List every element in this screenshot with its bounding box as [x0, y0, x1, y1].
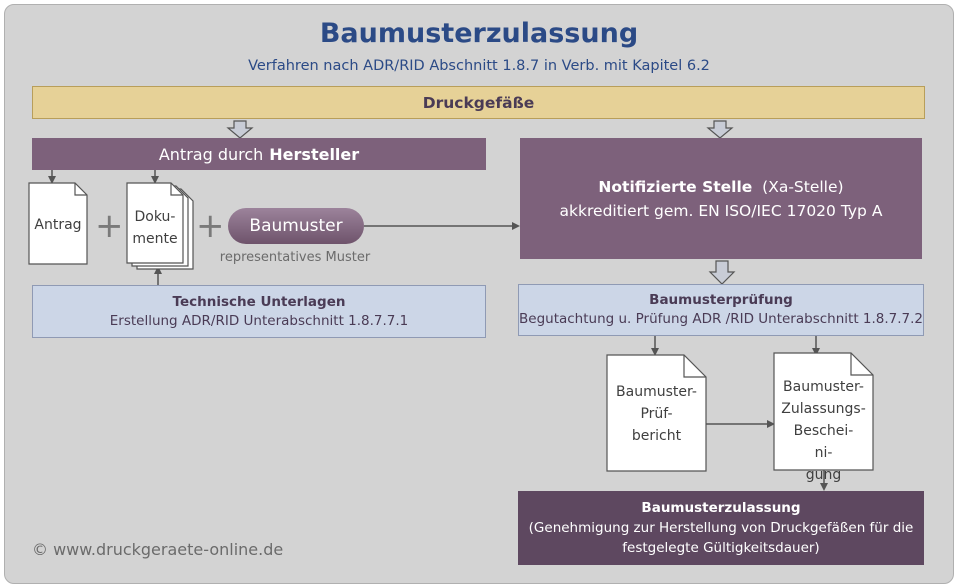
- baumusterpruefung-box: Baumusterprüfung Begutachtung u. Prüfung…: [518, 284, 924, 336]
- baumusterzulassung-line-2: festgelegte Gültigkeitsdauer): [622, 540, 820, 556]
- xa-stelle-label: (Xa-Stelle): [762, 177, 844, 196]
- baumusterzulassung-line-1: (Genehmigung zur Herstellung von Druckge…: [528, 520, 914, 536]
- pruefbericht-line-3: bericht: [631, 428, 682, 444]
- notifizierte-stelle-box: Notifizierte Stelle (Xa-Stelle) akkredit…: [520, 138, 922, 259]
- druckgefaesse-bar: Druckgefäße: [32, 86, 925, 119]
- akkreditiert-line: akkreditiert gem. EN ISO/IEC 17020 Typ A: [559, 201, 883, 220]
- block-arrow-druck-to-antrag: [226, 120, 254, 139]
- copyright-notice: © www.druckgeraete-online.de: [32, 540, 284, 559]
- notifizierte-stelle-title: Notifizierte Stelle: [598, 177, 753, 196]
- dokumente-document-stack: [126, 182, 194, 270]
- bescheinigung-line-2: Zulassungs-: [781, 401, 866, 417]
- druckgefaesse-label: Druckgefäße: [422, 93, 535, 112]
- baumuster-label: Baumuster: [249, 216, 343, 236]
- pruefbericht-line-1: Baumuster-: [616, 384, 697, 400]
- baumusterpruefung-title: Baumusterprüfung: [649, 292, 793, 308]
- pruefbericht-doc-label: Baumuster- Prüf- bericht: [607, 381, 706, 447]
- diagram-title: Baumusterzulassung: [319, 18, 639, 49]
- technische-unterlagen-text: Erstellung ADR/RID Unterabschnitt 1.8.7.…: [109, 312, 409, 329]
- dokumente-doc-label: Doku- mente: [127, 206, 183, 250]
- block-arrow-druck-to-stelle: [706, 120, 734, 139]
- bescheinigung-line-4: ni-: [814, 445, 833, 461]
- bescheinigung-line-3: Beschei-: [793, 423, 854, 439]
- technische-unterlagen-box: Technische Unterlagen Erstellung ADR/RID…: [32, 285, 486, 338]
- baumusterzulassung-title: Baumusterzulassung: [641, 500, 801, 516]
- bescheinigung-line-1: Baumuster-: [783, 379, 864, 395]
- bescheinigung-line-5: gung: [805, 467, 842, 483]
- antrag-document-shape: [28, 182, 88, 265]
- pruefbericht-line-2: Prüf-: [640, 406, 673, 422]
- plus-sign-2: +: [196, 206, 225, 246]
- antrag-doc-label: Antrag: [34, 217, 82, 233]
- bescheinigung-doc-label: Baumuster- Zulassungs- Beschei- ni- gung: [774, 376, 873, 486]
- plus-sign-1: +: [95, 206, 124, 246]
- representatives-muster-caption: representatives Muster: [219, 250, 371, 265]
- hersteller-label: Hersteller: [269, 144, 360, 164]
- technische-unterlagen-title: Technische Unterlagen: [172, 293, 346, 310]
- antrag-prefix: Antrag durch: [158, 144, 264, 164]
- baumusterpruefung-text: Begutachtung u. Prüfung ADR /RID Unterab…: [519, 311, 924, 327]
- baumuster-pill: Baumuster: [228, 208, 364, 244]
- dokumente-line-2: mente: [132, 231, 178, 247]
- bescheinigung-document-shape: [773, 352, 874, 471]
- dokumente-line-1: Doku-: [134, 209, 176, 225]
- antrag-durch-hersteller-bar: Antrag durch Hersteller: [32, 138, 486, 170]
- block-arrow-stelle-to-pruefung: [708, 260, 736, 285]
- baumusterzulassung-box: Baumusterzulassung (Genehmigung zur Hers…: [518, 491, 924, 565]
- diagram-subtitle: Verfahren nach ADR/RID Abschnitt 1.8.7 i…: [248, 58, 710, 74]
- pruefbericht-document-shape: [606, 354, 707, 472]
